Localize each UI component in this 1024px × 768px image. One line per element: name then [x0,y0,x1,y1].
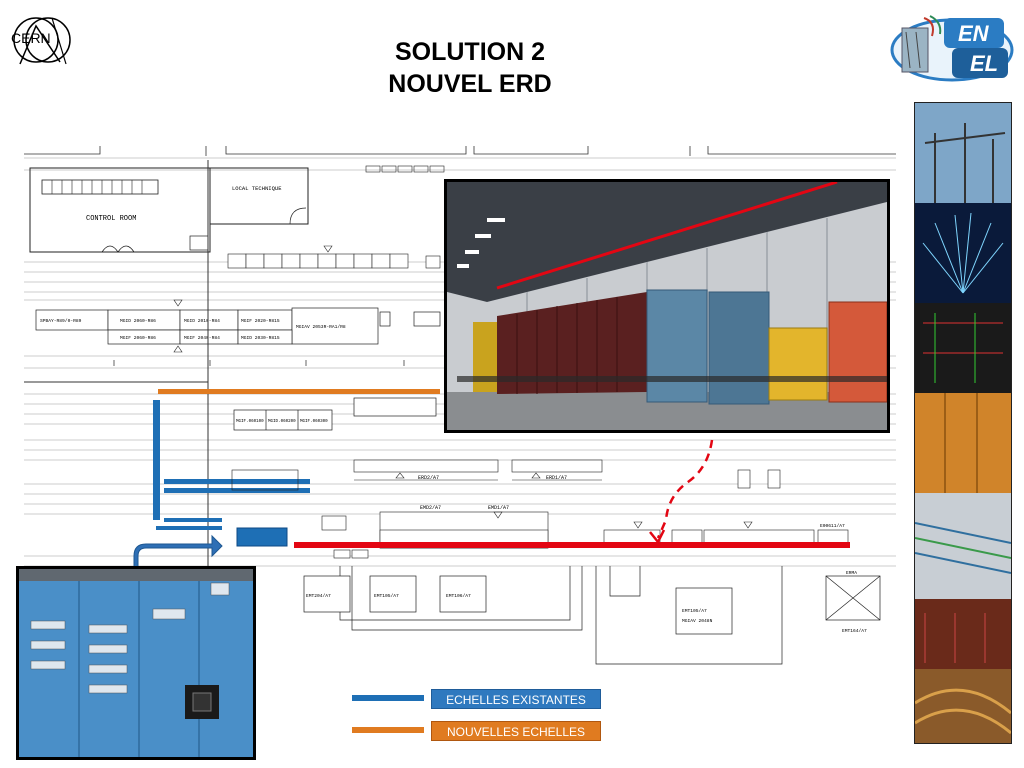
mid-panel-label: MGID.060200 [268,420,296,424]
panel-label: MGIAV 2053R-RA1/R8 [296,324,346,330]
tray-crossing-box [231,469,299,491]
top-right-small-blocks [365,165,445,173]
right-panel-line [603,529,849,545]
panel-label: SPBAY-R89/0-R89 [40,318,82,324]
left-room-walls [24,160,209,566]
local-technique: LOCAL TECHNIQUE [209,167,309,225]
panel-label: MGIF 2060-R86 [120,335,156,341]
enel-logo-text-top: EN [958,21,990,46]
erd-markers [395,472,541,479]
legend-new-label: NOUVELLES ECHELLES [431,721,601,741]
transformer-bays [303,566,881,665]
mid-panels [233,397,437,431]
photo-pointer-dashed [656,439,714,539]
new-tray-orange [158,389,440,394]
switchgear-hall-photo [444,179,890,433]
panel-label: MGIF 2020-R815 [241,318,280,324]
cabinet-illustration [19,569,253,757]
control-room: CONTROL ROOM [29,167,211,253]
panel-label: MGID 2010-R84 [184,318,220,324]
enel-logo: EN EL [890,15,1014,82]
emd-marker [493,511,503,519]
title-line-2: NOUVEL ERD [388,70,552,98]
transformer-label: EMT105/A7 [682,608,707,614]
control-room-label: CONTROL ROOM [86,215,136,223]
legend-existing-swatch [352,695,424,701]
panel-label: MGID 2060-R86 [120,318,156,324]
cern-logo-text: CERN [11,30,51,46]
right-end-label: E00611/A7 [820,523,845,529]
erd-label: ERD2/A7 [418,475,439,481]
panel-row-markers [173,299,183,353]
existing-cabinet-photo [16,566,256,760]
legend-new-swatch [352,727,424,733]
panel-label: MGID 2030-R815 [241,335,280,341]
small-tag-1 [333,549,351,559]
right-small-blocks [321,469,781,531]
plan-top-wall [24,146,896,156]
switchgear-hall-illustration [447,182,887,430]
mid-panel-label: MGIF.060300 [300,420,328,424]
transformer-label: EMT106/A7 [446,593,471,599]
right-box-bottom-label: EMT164/A7 [842,628,867,634]
new-erd-line [294,542,850,548]
emd-label: EMD2/A7 [420,505,441,511]
mid-panel-labels: MGIF.060100 MGID.060200 MGIF.060300 [236,420,328,424]
erd-label: ERD1/A7 [546,475,567,481]
transformer-labels: EMT204/A7 EMT105/A7 EMT106/A7 EMT105/A7 … [306,570,867,634]
photo-pointer-arrowhead [649,529,666,545]
top-panel-row [227,253,441,269]
transformer-label: EMT105/A7 [374,593,399,599]
top-marker-triangle [323,245,333,253]
cabinet-arrow [133,534,223,583]
slide-title: SOLUTION 2 NOUVEL ERD [300,36,640,100]
erd-labels: ERD2/A7 ERD1/A7 [418,475,567,481]
transformer-sub-label: MGIAV 2048N [682,618,713,624]
right-box-top-label: ERMA [846,570,857,576]
main-panel-row [35,307,441,345]
transformer-label: EMT204/A7 [306,593,331,599]
right-markers [633,521,753,529]
enel-logo-text-bottom: EL [970,51,998,76]
right-photo-strip [914,102,1012,744]
emd-label: EMD1/A7 [488,505,509,511]
erd-rows [353,459,603,481]
legend-existing-label: ECHELLES EXISTANTES [431,689,601,709]
panel-label: MGIF 2040-R84 [184,335,220,341]
photo-strip-illustration [915,103,1011,743]
emd-labels: EMD2/A7 EMD1/A7 [420,505,509,511]
cern-logo: CERN [11,17,71,65]
local-technique-label: LOCAL TECHNIQUE [232,185,282,192]
mid-panel-label: MGIF.060100 [236,420,264,424]
column-markers [113,360,405,366]
main-panel-labels: SPBAY-R89/0-R89 MGID 2060-R86 MGID 2010-… [40,318,346,341]
title-line-1: SOLUTION 2 [394,38,545,66]
existing-trays [153,400,310,547]
small-tag-2 [351,549,369,559]
